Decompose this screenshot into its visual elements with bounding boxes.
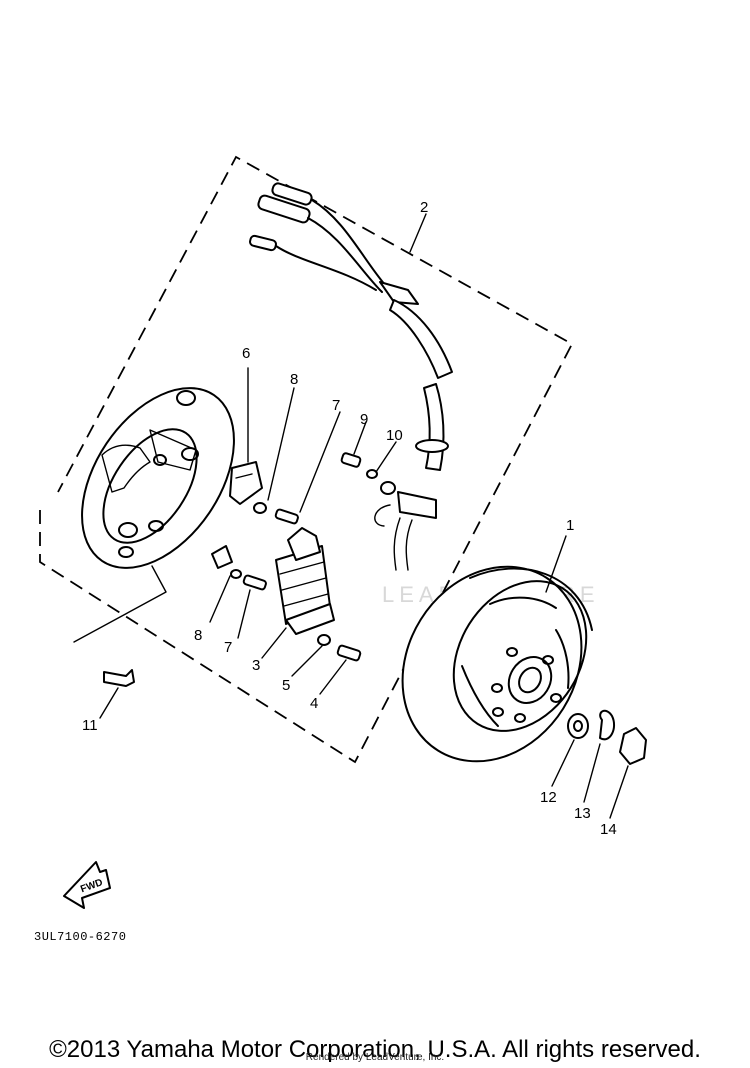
lock-washer-13 xyxy=(599,709,616,741)
callout-4: 4 xyxy=(310,695,318,712)
washer-10 xyxy=(366,469,378,479)
callout-7-upper: 7 xyxy=(332,397,340,414)
fwd-arrow-icon: FWD xyxy=(63,861,111,909)
screw-7-upper xyxy=(274,508,299,525)
assembly-boundary xyxy=(39,155,574,764)
rendered-by-text: Rendered by LeadVenture, Inc. xyxy=(305,1052,445,1063)
screw-11 xyxy=(103,669,135,687)
leader-lines xyxy=(73,213,629,819)
copyright-text: ©2013 Yamaha Motor Corporation, U.S.A. A… xyxy=(49,1036,701,1063)
wire-harness xyxy=(249,182,453,571)
callout-11: 11 xyxy=(82,717,98,734)
callout-14: 14 xyxy=(600,821,617,838)
charging-coil xyxy=(275,527,335,635)
washer-12 xyxy=(567,713,589,739)
callout-12: 12 xyxy=(540,789,557,806)
callout-5: 5 xyxy=(282,677,290,694)
callout-8-upper: 8 xyxy=(290,371,298,388)
nut-14 xyxy=(619,727,647,765)
rotor-flywheel xyxy=(401,565,593,763)
screw-4 xyxy=(336,644,362,662)
callout-3: 3 xyxy=(252,657,260,674)
callout-9: 9 xyxy=(360,411,368,428)
washer-8-lower xyxy=(230,569,242,579)
callout-10: 10 xyxy=(386,427,403,444)
clamp-lower xyxy=(211,545,233,569)
callout-6: 6 xyxy=(242,345,250,362)
callout-13: 13 xyxy=(574,805,591,822)
callout-2: 2 xyxy=(420,199,428,216)
pulser-clamp xyxy=(229,461,263,505)
washer-5 xyxy=(317,634,331,646)
screw-9 xyxy=(340,452,362,468)
callout-1: 1 xyxy=(566,517,574,534)
screw-7-lower xyxy=(242,574,267,591)
washer-8-upper xyxy=(253,502,267,514)
callout-8-lower: 8 xyxy=(194,627,202,644)
washer-12-hole xyxy=(573,720,583,732)
base-plate xyxy=(81,387,235,569)
callout-7-lower: 7 xyxy=(224,639,232,656)
part-code: 3UL7100-6270 xyxy=(34,930,126,944)
